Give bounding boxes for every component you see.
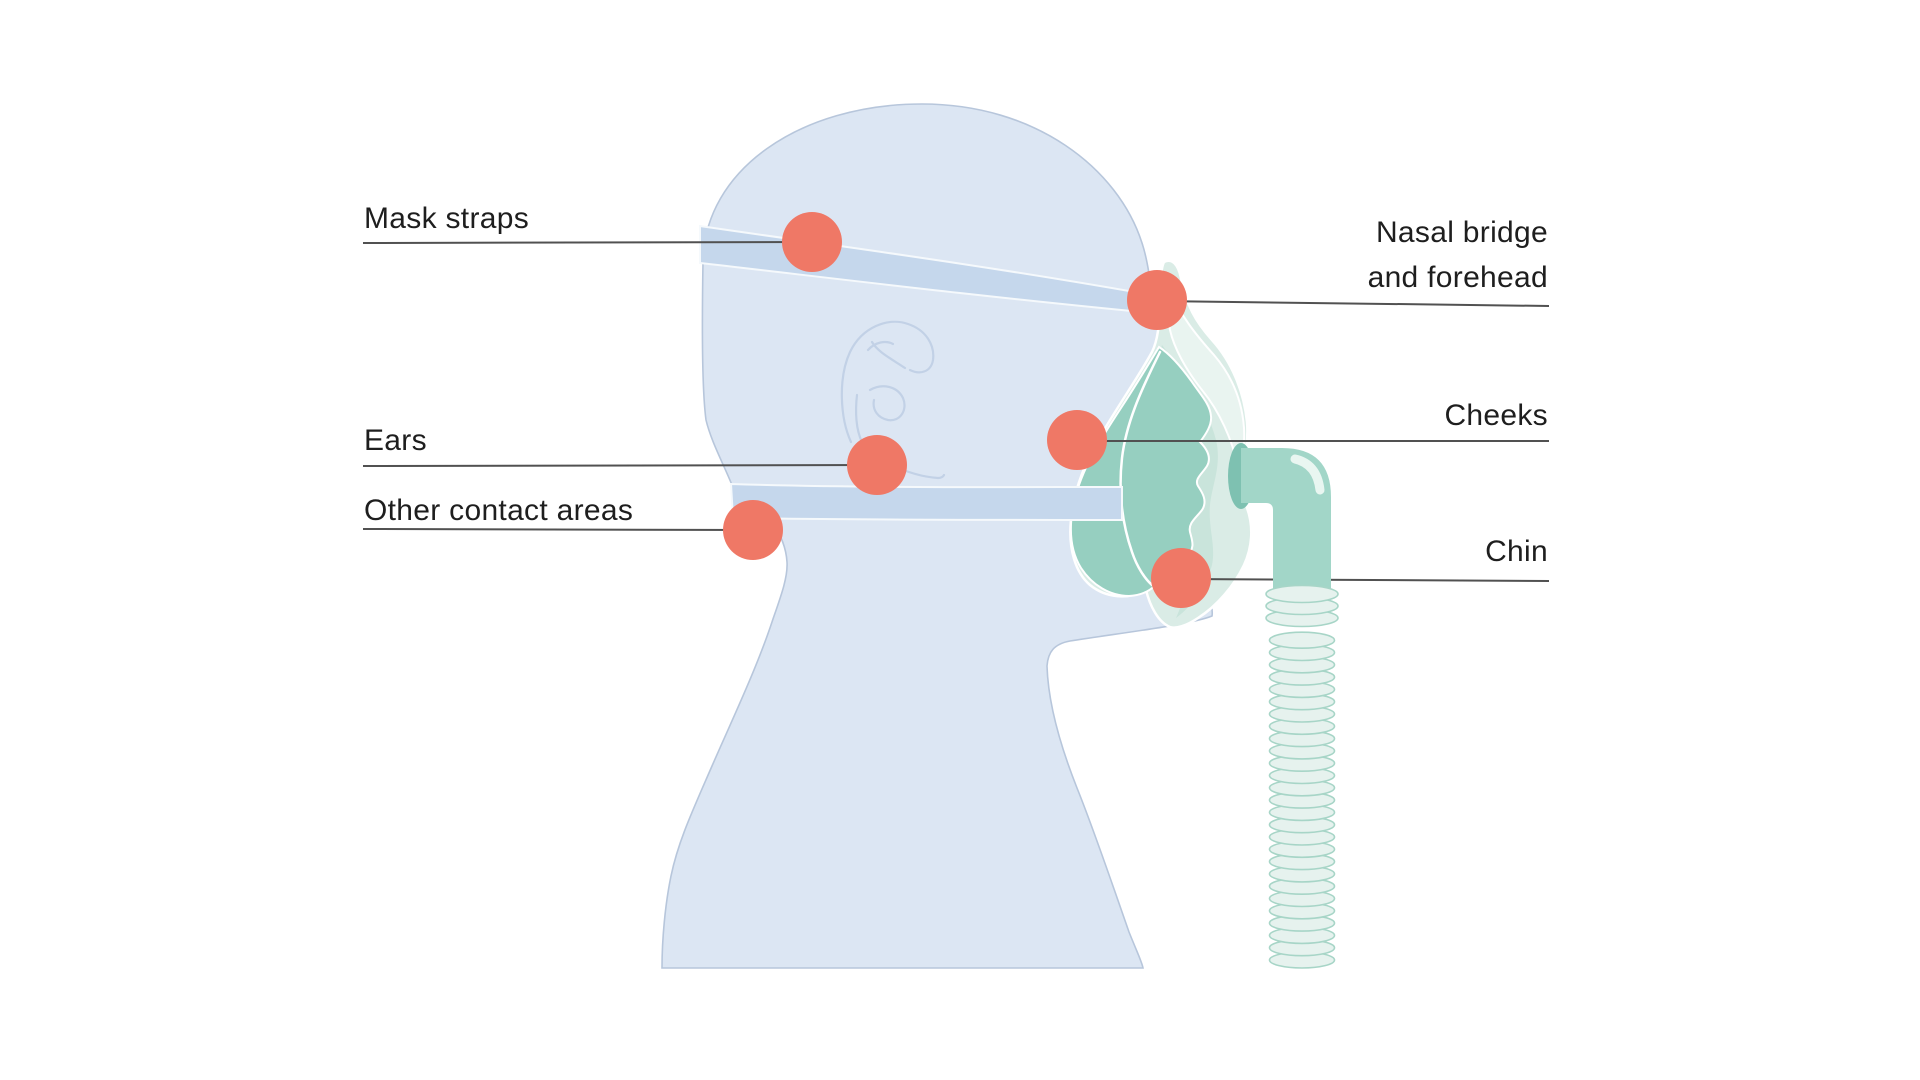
head-and-body-silhouette: [661, 103, 1214, 969]
label-chin: Chin: [1485, 535, 1548, 568]
other-contact-areas-callout-line: [362, 528, 754, 531]
ears-marker: [847, 435, 907, 495]
hose-coupling: [1265, 584, 1339, 628]
label-ears: Ears: [364, 424, 427, 457]
chin-callout-line: [1180, 578, 1550, 582]
elbow-pipe-highlight: [1290, 454, 1325, 495]
nasal-bridge-callout-line: [1156, 300, 1550, 307]
pressure-point-markers: [723, 212, 1211, 608]
label-other-contact-areas: Other contact areas: [364, 494, 634, 527]
other-contact-areas-marker: [723, 500, 783, 560]
ears-callout-line: [362, 464, 878, 467]
hose-rib: [1268, 631, 1336, 650]
nasal-bridge-forehead-marker: [1127, 270, 1187, 330]
label-mask-straps: Mask straps: [364, 202, 530, 235]
mask-straps-marker: [782, 212, 842, 272]
label-cheeks: Cheeks: [1444, 399, 1548, 432]
ear-icon: [840, 320, 946, 480]
lower-mask-strap: [729, 482, 1123, 522]
elbow-pipe: [1241, 448, 1331, 589]
mask-straps-callout-line: [362, 241, 813, 244]
corrugated-hose: [1268, 631, 1336, 969]
label-nasal-bridge-forehead: Nasal bridge and forehead: [1367, 216, 1548, 294]
chin-marker: [1151, 548, 1211, 608]
cheeks-marker: [1047, 410, 1107, 470]
hose-coupling-ring: [1265, 584, 1339, 604]
callout-lines: [362, 241, 1550, 582]
mask-elbow-and-hose: [1228, 443, 1339, 969]
